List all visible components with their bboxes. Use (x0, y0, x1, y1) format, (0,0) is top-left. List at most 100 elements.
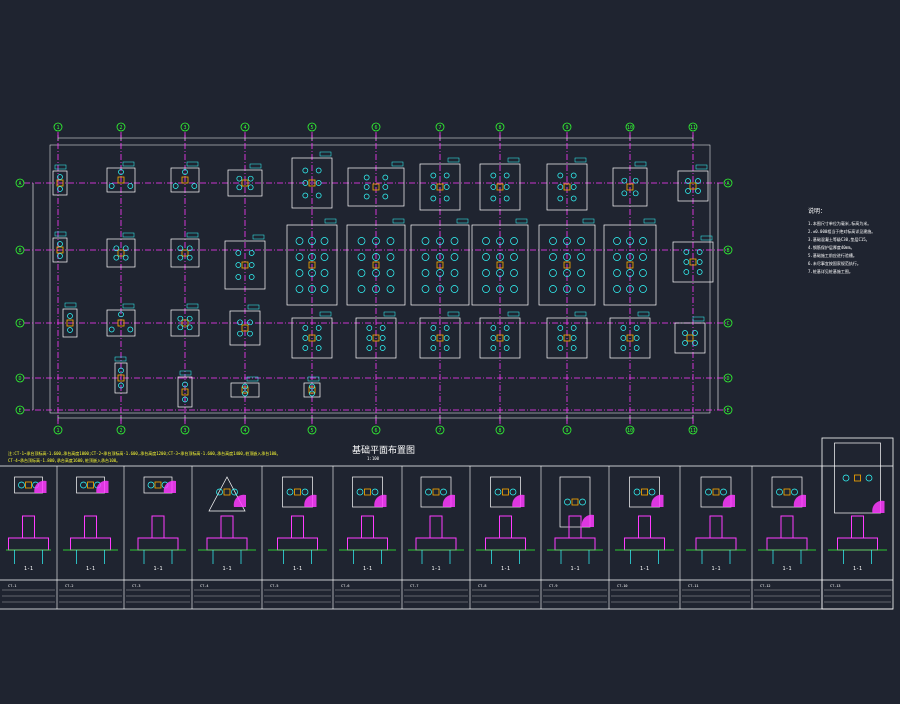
axis-bubble (723, 178, 733, 188)
column-mark (56, 246, 64, 254)
axis-bubble-label: 10 (627, 125, 633, 131)
pile-circle (248, 262, 255, 268)
note-line: 6.未尽事宜按国家规范执行。 (808, 261, 861, 266)
detail-pile (147, 481, 155, 489)
cap-tag (392, 218, 405, 224)
pile-circle (639, 237, 647, 245)
pile-circle (490, 184, 497, 190)
cap-tag (456, 218, 469, 224)
notes-title: 说明： (808, 208, 827, 215)
axis-bubble (625, 122, 635, 132)
pile-circle (450, 285, 459, 293)
pile-circle (557, 345, 564, 351)
pile-cap-outline (106, 238, 136, 268)
axis-bubble-label: 1 (56, 428, 59, 434)
column-mark (308, 334, 316, 342)
pile-cap (230, 376, 260, 398)
pile-circle (490, 172, 497, 179)
pile-circle (632, 177, 639, 184)
column-mark (496, 183, 504, 191)
pile-circle (247, 330, 253, 337)
pile-cap (677, 164, 709, 202)
detail-pile (231, 488, 238, 496)
pile-cap (106, 161, 136, 193)
pile-circle (357, 237, 366, 245)
pile-cap-outline (106, 309, 136, 337)
pile-circle (363, 193, 370, 200)
axis-bubble-label: 1 (56, 125, 59, 131)
pile-circle (386, 237, 395, 245)
pile-circle (482, 237, 490, 245)
cap-tag (507, 311, 520, 317)
section-label: 1-1 (570, 566, 579, 572)
axis-bubble-label: D (18, 376, 21, 382)
column-mark (181, 176, 189, 184)
column-mark (436, 334, 444, 342)
section-column (22, 515, 35, 539)
pile-circle (450, 269, 459, 277)
pile-cap-outline (479, 163, 521, 211)
pile-circle (118, 382, 124, 389)
pile-circle (315, 325, 322, 331)
axis-bubble (116, 425, 126, 435)
pile-circle (577, 269, 585, 277)
pile-circle (430, 195, 437, 202)
pile-circle (57, 174, 63, 180)
pile-cap (291, 311, 333, 359)
pile-cap-outline (410, 224, 470, 306)
pile-circle (621, 177, 628, 184)
pile-circle (557, 335, 564, 341)
pile-cap (546, 157, 588, 211)
detail-column-mark (25, 481, 32, 489)
pile-circle (683, 269, 690, 275)
pile-circle (682, 330, 688, 336)
detail-cap-plan (420, 476, 452, 508)
column-mark (563, 183, 571, 191)
pile-circle (302, 345, 309, 351)
pile-circle (386, 253, 395, 261)
pile-cap (170, 303, 200, 337)
pile-circle (563, 237, 571, 245)
cap-tag (247, 304, 260, 310)
section-column (709, 515, 723, 539)
column-mark (563, 261, 571, 269)
pile-circle (633, 325, 640, 331)
cap-tag (700, 235, 713, 241)
pile-circle (626, 253, 634, 261)
cap-tag (319, 151, 332, 157)
pile-cap (609, 311, 651, 359)
cap-tag (307, 376, 320, 382)
section-label: 1-1 (640, 566, 649, 572)
note-line: 7.桩基详见桩基施工图。 (808, 269, 853, 274)
pile-circle (118, 367, 124, 374)
pile-circle (621, 190, 628, 197)
detail-column-mark (223, 488, 231, 496)
pile-cap (229, 304, 261, 346)
column-mark (626, 261, 634, 269)
pile-circle (379, 335, 386, 341)
pile-circle (496, 285, 504, 293)
pile-circle (620, 335, 627, 341)
pile-circle (626, 237, 634, 245)
section-cap (277, 537, 318, 551)
pile-circle (503, 335, 510, 341)
pile-cap (106, 232, 136, 268)
pile-circle (382, 193, 389, 200)
column-mark (241, 324, 249, 332)
detail-table-id: CT-9 (549, 584, 557, 588)
pile-circle (235, 250, 242, 256)
pile-circle (696, 269, 703, 275)
axis-bubble (307, 122, 317, 132)
column-mark (372, 261, 380, 269)
pile-cap (603, 218, 657, 306)
detail-pile (18, 481, 25, 489)
pile-circle (490, 195, 497, 202)
pile-cap (347, 161, 405, 207)
cap-tag (574, 157, 587, 163)
pile-circle (108, 183, 115, 189)
pile-circle (182, 396, 188, 403)
axis-bubble-label: 2 (119, 428, 122, 434)
pile-circle (695, 178, 701, 184)
pile-circle (632, 190, 639, 197)
